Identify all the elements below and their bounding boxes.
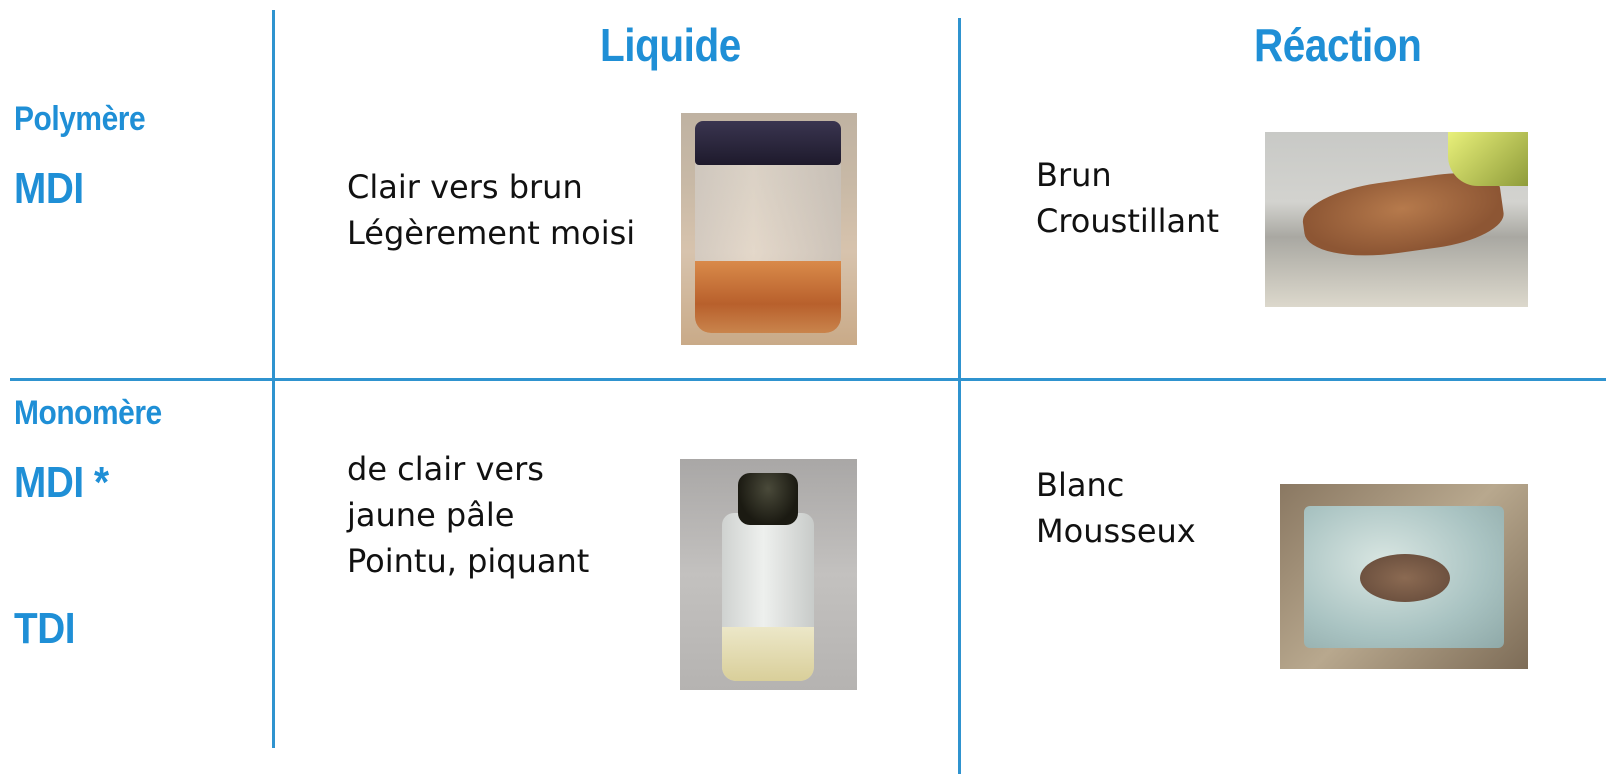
brown-crust-photo <box>1265 132 1528 307</box>
polymer-reaction-description: Brun Croustillant <box>1036 152 1219 244</box>
description-line: Blanc <box>1036 466 1125 504</box>
polymer-liquid-description: Clair vers brun Légèrement moisi <box>347 164 635 256</box>
description-line: Croustillant <box>1036 202 1219 240</box>
description-line: Légèrement moisi <box>347 214 636 252</box>
amber-liquid-jar-photo <box>681 113 857 345</box>
row-name-polymer-mdi: MDI <box>14 164 84 213</box>
column-title-liquid: Liquide <box>600 19 741 71</box>
description-line: jaune pâle <box>347 496 515 534</box>
monomer-reaction-description: Blanc Mousseux <box>1036 462 1196 554</box>
row-name-monomer-tdi: TDI <box>14 604 76 653</box>
description-line: Mousseux <box>1036 512 1196 550</box>
column-title-reaction: Réaction <box>1254 19 1422 71</box>
row-name-monomer-mdi: MDI * <box>14 458 109 507</box>
row-category-monomer: Monomère <box>14 394 162 432</box>
description-line: Brun <box>1036 156 1112 194</box>
horizontal-divider <box>10 378 1606 381</box>
description-line: Clair vers brun <box>347 168 583 206</box>
row-category-polymer: Polymère <box>14 100 146 138</box>
monomer-liquid-description: de clair vers jaune pâle Pointu, piquant <box>347 446 589 584</box>
vertical-divider-right <box>958 18 961 774</box>
pale-liquid-vial-photo <box>680 459 857 690</box>
white-foam-photo <box>1280 484 1528 669</box>
description-line: Pointu, piquant <box>347 542 590 580</box>
description-line: de clair vers <box>347 450 544 488</box>
